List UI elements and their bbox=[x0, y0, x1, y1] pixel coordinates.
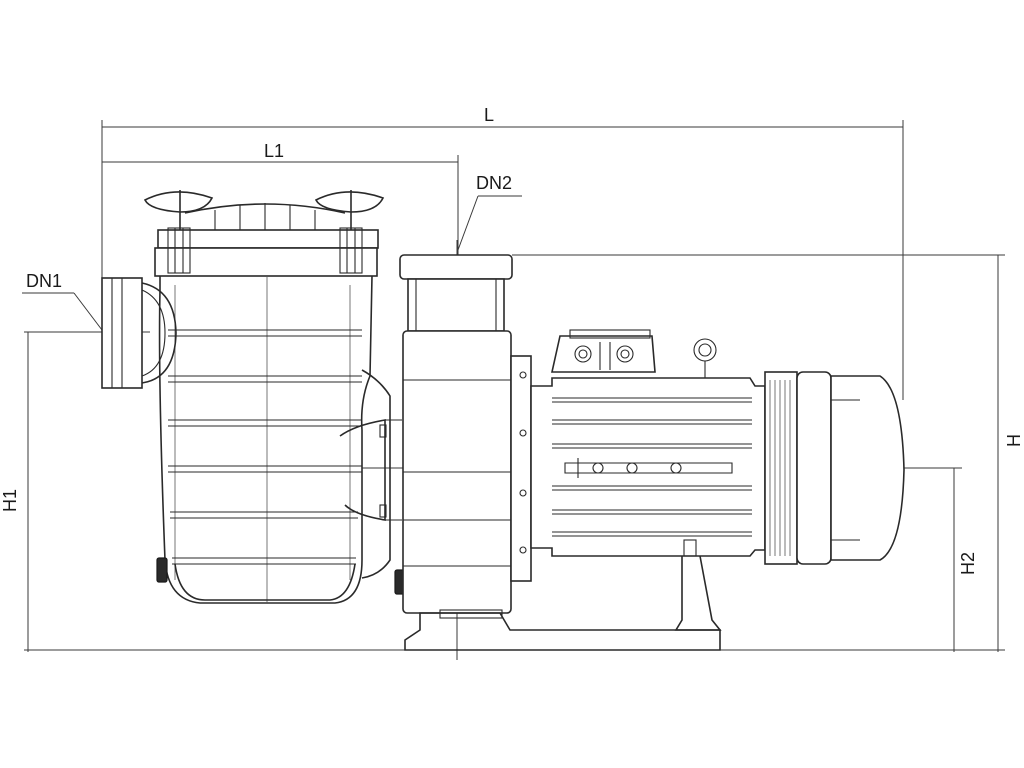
motor bbox=[530, 329, 905, 631]
label-H2: H2 bbox=[958, 552, 978, 575]
label-L1: L1 bbox=[264, 141, 284, 161]
pump-housing bbox=[399, 254, 721, 651]
strainer-housing bbox=[101, 190, 385, 604]
label-DN1: DN1 bbox=[26, 271, 62, 291]
label-H1: H1 bbox=[0, 489, 20, 512]
label-DN2: DN2 bbox=[476, 173, 512, 193]
label-H: H bbox=[1004, 434, 1024, 447]
label-L: L bbox=[484, 105, 494, 125]
dimension-labels: L L1 DN2 DN1 H H1 H2 bbox=[0, 105, 1024, 575]
